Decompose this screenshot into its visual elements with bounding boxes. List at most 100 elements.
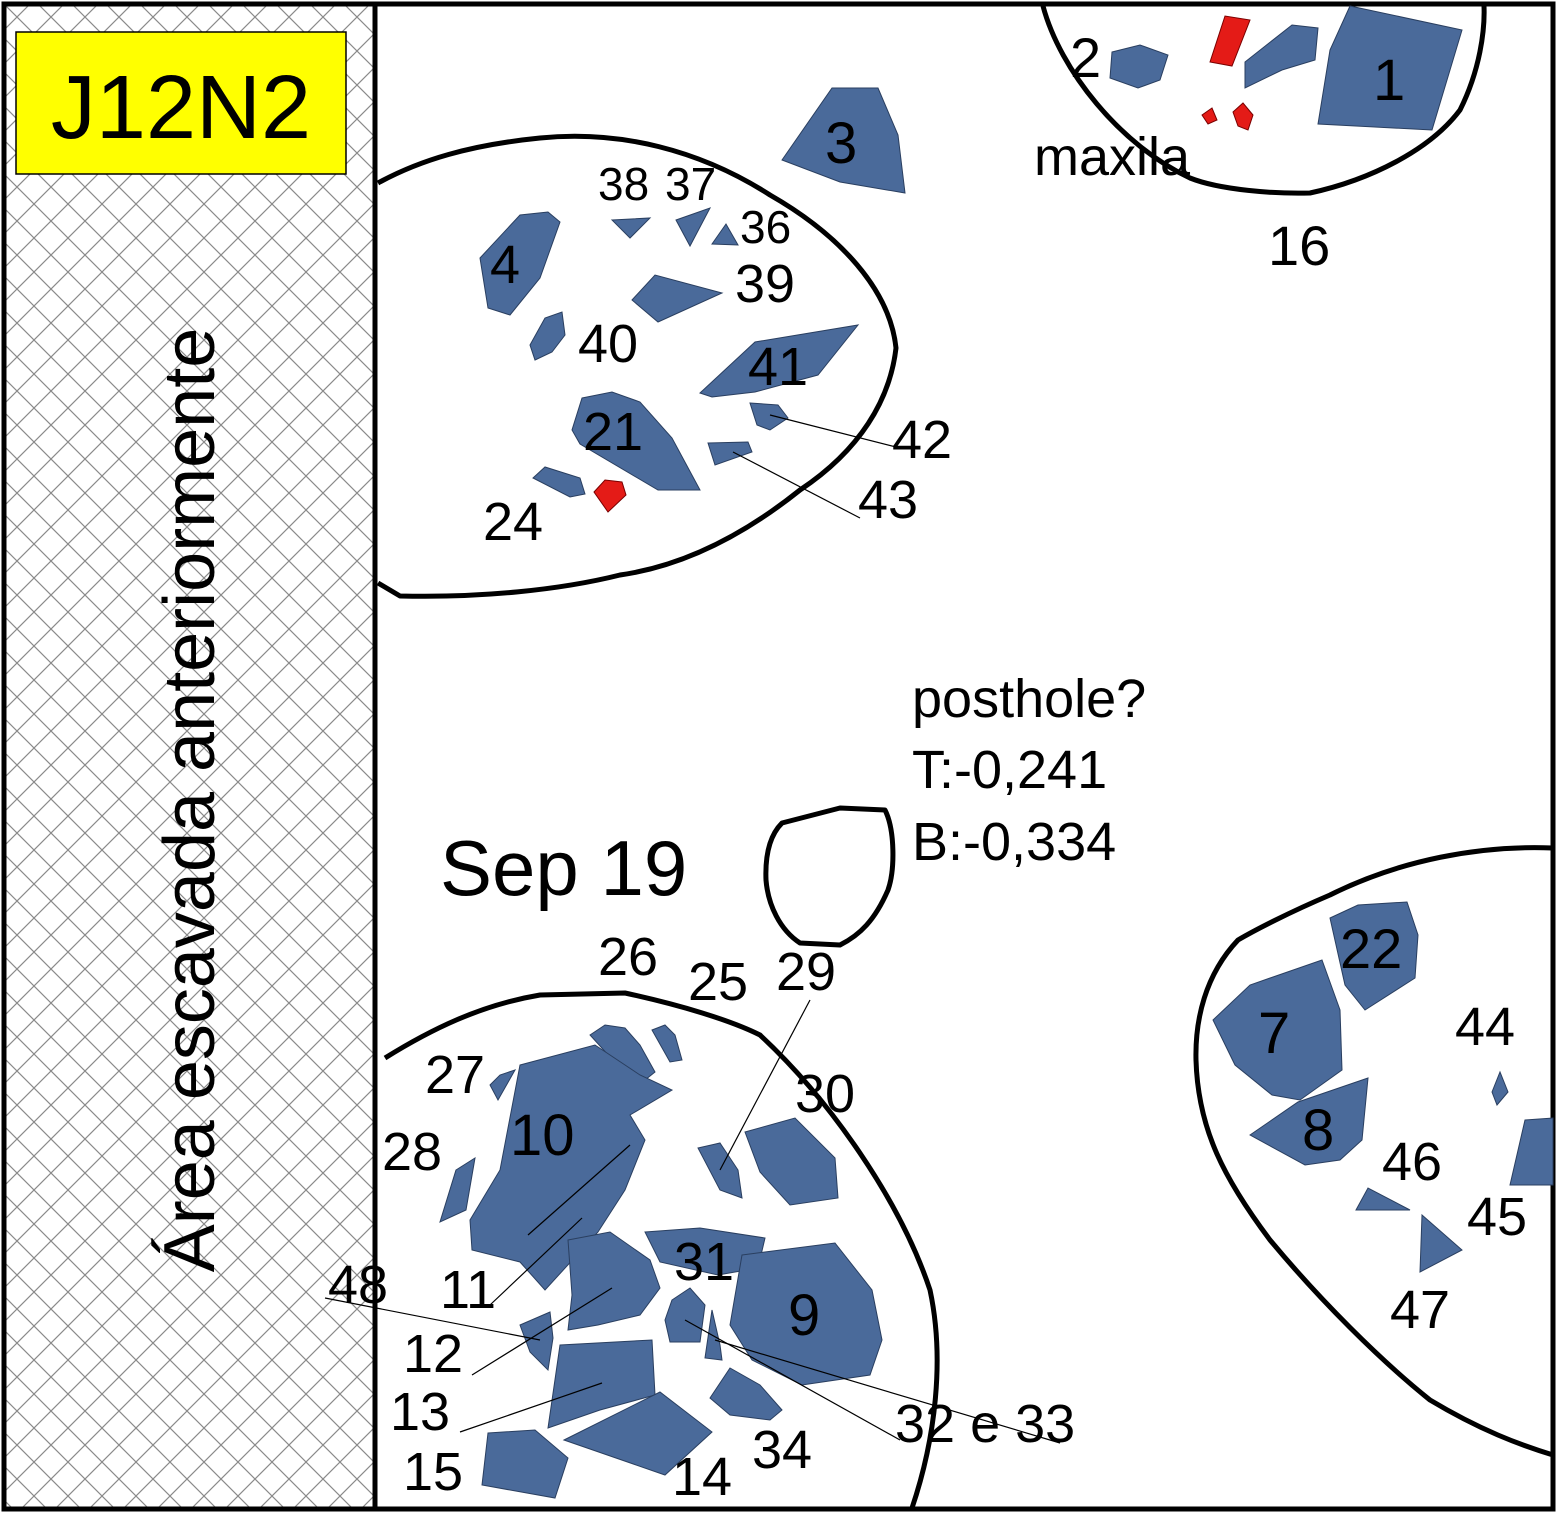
bone-fragment-4 (593, 479, 627, 513)
stone-label-36: 36 (740, 201, 791, 253)
excavated-area-hatch (4, 4, 375, 1509)
stone-30 (744, 1117, 839, 1206)
posthole-top-depth: T:-0,241 (912, 740, 1107, 800)
posthole-label: posthole? (912, 669, 1146, 729)
stone-label-2: 2 (1070, 26, 1101, 89)
stone-43 (707, 441, 753, 466)
stone-13 (547, 1339, 656, 1429)
bone-fragments (593, 15, 1254, 513)
square-id-box (15, 31, 347, 175)
stone-small-b (704, 1309, 723, 1361)
stone-21 (571, 391, 701, 491)
stone-8 (1249, 1077, 1369, 1166)
stone-28 (439, 1156, 476, 1223)
stone-10 (469, 1044, 674, 1291)
stone-label-12: 12 (403, 1324, 463, 1384)
square-id-label: J12N2 (51, 58, 311, 158)
stone-label-40: 40 (578, 314, 638, 374)
stone-label-37: 37 (665, 158, 716, 210)
stone-label-11: 11 (440, 1260, 496, 1320)
bone-fragment-3 (1232, 102, 1254, 131)
stone-label-41: 41 (748, 337, 808, 397)
stone-22 (1329, 901, 1419, 1011)
stone-label-47: 47 (1390, 1280, 1450, 1340)
pit-upper-left-outline (376, 133, 899, 599)
stone-group-top (781, 5, 1463, 194)
stone-47 (1419, 1213, 1463, 1273)
stone-label-3: 3 (825, 111, 857, 176)
stone-group-upper-pit (479, 207, 860, 498)
stone-top-small (1244, 24, 1319, 89)
stone-label-39: 39 (735, 254, 795, 314)
stone-12 (519, 1311, 554, 1372)
stone-label-34: 34 (752, 1420, 812, 1480)
stone-label-46: 46 (1382, 1132, 1442, 1192)
stone-3 (781, 87, 906, 194)
stone-4 (479, 211, 561, 316)
bone-fragment-2 (1201, 107, 1218, 125)
maxila-label: maxila (1034, 127, 1191, 187)
stone-label-13: 13 (390, 1382, 450, 1442)
stone-label-22: 22 (1340, 917, 1402, 980)
stone-14 (562, 1391, 713, 1476)
stone-small-a (664, 1287, 706, 1343)
stone-label-42: 42 (892, 410, 952, 470)
stone-label-1: 1 (1373, 48, 1405, 113)
stone-42 (749, 402, 789, 431)
leader-lines (324, 414, 1061, 1444)
stone-1 (1317, 5, 1463, 131)
stone-44 (1491, 1070, 1509, 1106)
stone-45 (1509, 1117, 1554, 1186)
stone-group-right-pit (1212, 901, 1554, 1273)
sep-19-label: Sep 19 (440, 824, 687, 912)
stone-25 (651, 1024, 683, 1063)
pit-top-right-outline (1040, 5, 1487, 196)
stone-41 (699, 324, 860, 398)
excavated-area-label: Área escavada anteriormente (150, 328, 230, 1273)
stone-label-9: 9 (788, 1283, 820, 1348)
stone-label-29: 29 (776, 942, 836, 1002)
stone-2 (1109, 44, 1169, 89)
stone-label-45: 45 (1467, 1187, 1527, 1247)
posthole-outline (763, 805, 896, 948)
stone-label-48: 48 (328, 1255, 388, 1315)
stone-group-lower-pit (439, 1024, 883, 1499)
stone-label-7: 7 (1258, 1001, 1290, 1066)
stone-37 (675, 207, 712, 248)
stone-27 (489, 1069, 517, 1102)
stone-36 (711, 223, 739, 246)
stone-label-25: 25 (688, 952, 748, 1012)
stone-40 (529, 311, 566, 361)
stone-39 (631, 274, 724, 323)
pit-lower-left-outline (383, 990, 940, 1509)
bone-fragment-1 (1209, 15, 1251, 67)
stone-label-43: 43 (858, 470, 918, 530)
stone-label-44: 44 (1455, 997, 1515, 1057)
stone-label-27: 27 (425, 1045, 485, 1105)
stone-34 (709, 1367, 783, 1421)
stone-7 (1212, 959, 1343, 1101)
stone-label-38: 38 (598, 158, 649, 210)
stone-label-8: 8 (1302, 1098, 1334, 1163)
stone-38 (610, 217, 652, 239)
stone-label-28: 28 (382, 1122, 442, 1182)
stone-9 (729, 1242, 883, 1386)
stone-label-32-33: 32 e 33 (895, 1394, 1075, 1454)
stone-24 (532, 466, 586, 498)
stone-label-15: 15 (403, 1442, 463, 1502)
stone-label-4: 4 (490, 235, 520, 295)
stone-label-31: 31 (674, 1232, 734, 1292)
posthole-bottom-depth: B:-0,334 (912, 812, 1116, 872)
pit-right-outline (1193, 845, 1554, 1458)
stone-label-30: 30 (795, 1064, 855, 1124)
stone-label-21: 21 (583, 402, 643, 462)
stone-15 (481, 1429, 569, 1499)
pit-16-label: 16 (1268, 214, 1330, 277)
stone-label-26: 26 (598, 927, 658, 987)
stone-label-24: 24 (483, 492, 543, 552)
stone-number-labels: 1 2 3 4 38 37 36 39 40 41 21 42 43 24 26… (328, 26, 1527, 1507)
stone-11 (567, 1231, 661, 1331)
stone-29 (697, 1142, 743, 1199)
